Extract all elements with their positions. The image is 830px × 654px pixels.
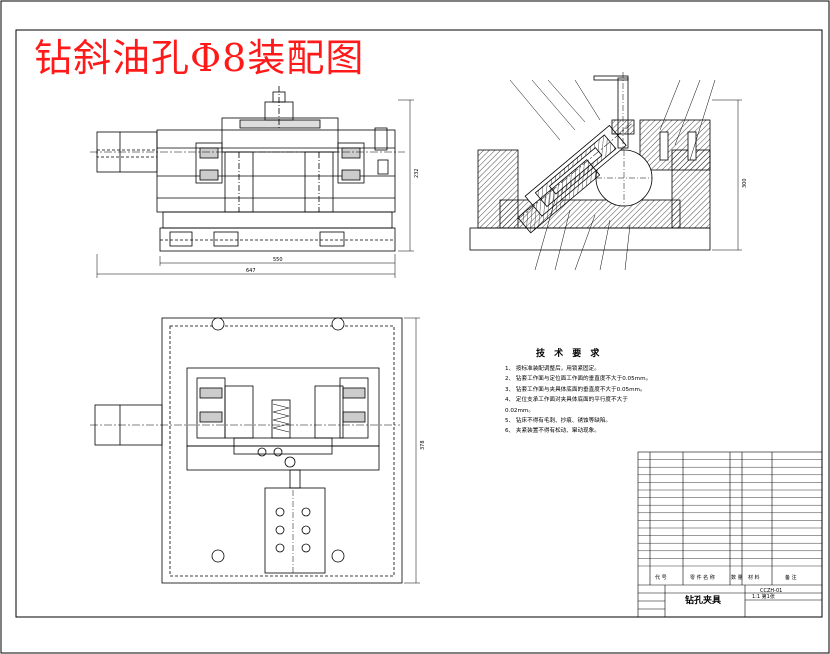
parts-list-rows [638,459,822,567]
tech-req-list: 1、 按标准装配调整后，用锁紧固定。 2、 钻套工作面与定位面工作面的垂直度不大于… [505,364,695,437]
side-view [469,72,742,271]
pl-header-code: 代 号 [655,574,667,581]
top-view [90,317,420,584]
front-view [90,86,414,278]
pl-header-name: 零 件 名 称 [690,574,715,581]
tech-req-item: 2、 钻套工作面与定位面工作面的垂直度不大于0.05mm。 [505,376,652,383]
tech-req-item: 4、 定位支承工作面对夹具体底面的平行度不大于 [505,397,628,404]
dim-top-height: 378 [420,440,426,450]
tech-req-item: 6、 夹紧装置不得有松动、窜动现象。 [505,428,600,435]
title-block [638,584,822,617]
dim-side-height: 300 [742,178,748,188]
tech-req-item: 1、 按标准装配调整后，用锁紧固定。 [505,366,600,372]
tech-req-item: 5、 钻床不得有毛刺、抄痕、锈蚀等缺陷。 [505,418,612,425]
dim-front-inner: 550 [273,257,283,263]
dim-front-height: 232 [414,168,420,178]
title-block-scale: 1:1 第1张 [752,593,775,600]
pl-header-note: 备 注 [785,574,797,581]
inner-border [15,29,823,618]
pl-header-qty: 数 量 [731,574,743,581]
parts-list [637,451,823,618]
pl-header-material: 材 料 [748,574,760,581]
dim-front-width: 647 [246,268,256,274]
tech-req-title: 技 术 要 求 [536,349,603,359]
title-block-name: 钻孔夹具 [685,594,721,606]
title-block-code: CCZH-01 [760,588,782,594]
tech-req-item: 3、 钻套工作面与夹具体底面的垂直度不大于0.05mm。 [505,386,646,393]
drawing-title: 钻斜油孔Φ8装配图 [34,36,365,80]
tech-req-item: 0.02mm。 [505,407,534,414]
